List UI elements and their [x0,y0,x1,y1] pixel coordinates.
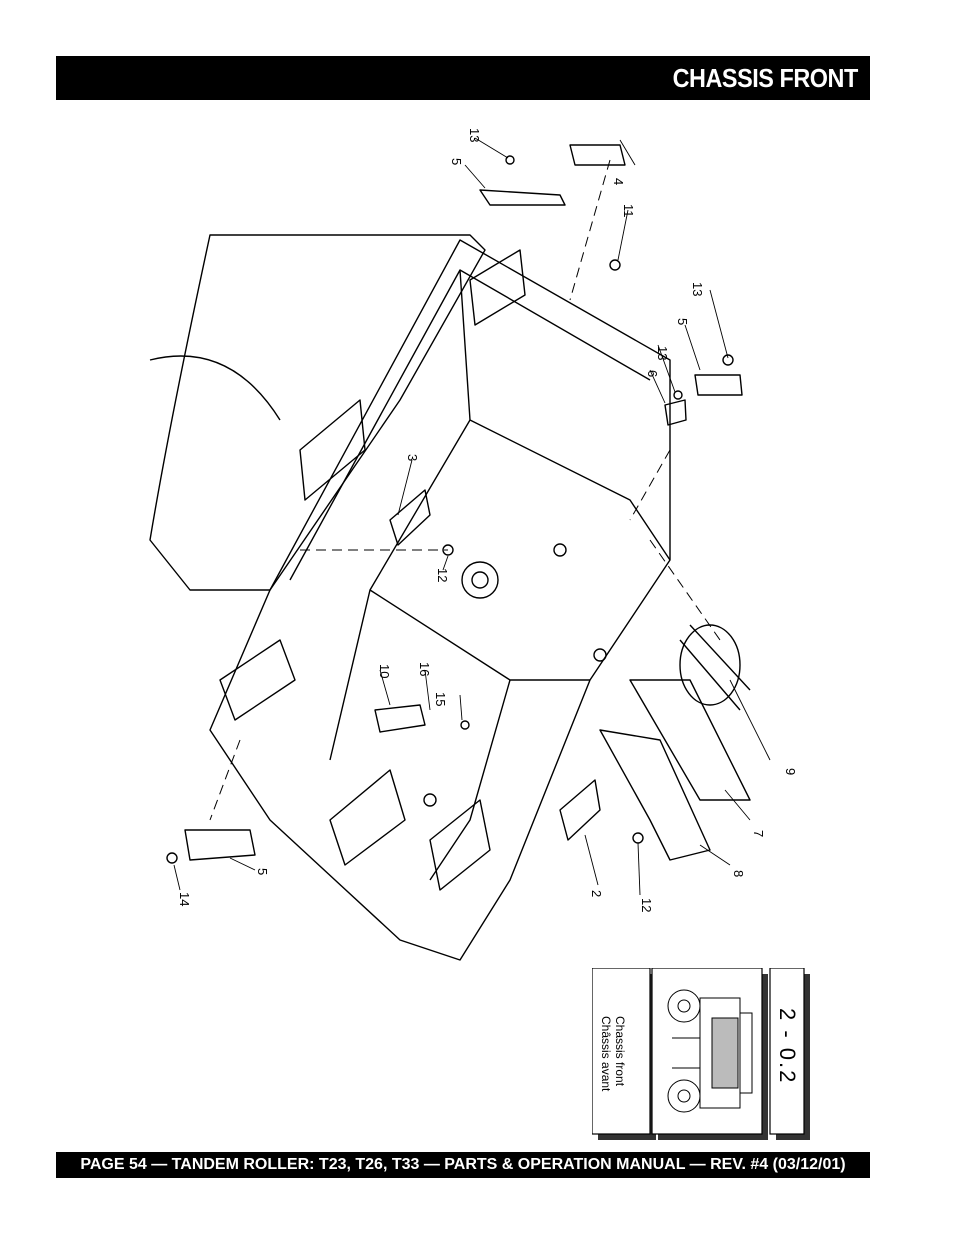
section-code: 2 - 0.2 [775,1008,800,1084]
callout-10: 10 [377,664,392,678]
bracket-10 [374,704,426,733]
callout-14: 14 [177,892,192,906]
exploded-parts-drawing: 13 5 4 11 13 5 13 6 3 12 10 16 15 9 7 8 … [130,120,830,990]
callout-5-right: 5 [675,318,690,325]
plate-8 [599,729,711,861]
chassis-diagram-svg: 13 5 4 11 13 5 13 6 3 12 10 16 15 9 7 8 … [149,128,798,961]
callout-13-mid: 13 [655,346,670,360]
callout-13-top: 13 [467,128,482,142]
motor-cylinder [679,624,741,706]
part-6 [664,399,687,426]
callout-2: 2 [589,890,604,897]
latch-5-bottom [184,829,256,861]
callout-16: 16 [417,662,432,676]
bracket-3 [389,489,431,546]
roller-thumbnail-icon [667,989,753,1113]
drum-housing [149,234,486,591]
caption-en: Chassis front [613,1016,627,1087]
callout-3: 3 [405,454,420,461]
bar-5-top [479,189,566,206]
callout-8: 8 [731,870,746,877]
bracket-5-right [694,374,743,396]
callout-12-left: 12 [435,568,450,582]
bracket-2 [559,779,601,841]
callout-13-right: 13 [690,282,705,296]
section-thumbnail: Chassis front Châssis avant 2 - 0.2 [591,967,810,1140]
caption-fr: Châssis avant [599,1016,613,1092]
block-4 [569,144,626,166]
callout-5-bottom: 5 [255,868,270,875]
callout-7: 7 [751,830,766,837]
page-title: CHASSIS FRONT [672,63,859,93]
footer-bar: PAGE 54 — TANDEM ROLLER: T23, T26, T33 —… [56,1152,870,1178]
callout-15: 15 [433,692,448,706]
thumbnail-svg: Chassis front Châssis avant 2 - 0.2 [591,967,810,1140]
callout-4: 4 [611,178,626,185]
footer-text: PAGE 54 — TANDEM ROLLER: T23, T26, T33 —… [80,1156,846,1173]
callout-11: 11 [621,204,636,218]
plate-7 [629,679,751,801]
callout-12-bottom: 12 [639,898,654,912]
main-frame [209,239,671,961]
callout-6: 6 [645,370,660,377]
callout-5-top: 5 [449,158,464,165]
header-bar: CHASSIS FRONT [56,56,870,100]
callout-9: 9 [783,768,798,775]
